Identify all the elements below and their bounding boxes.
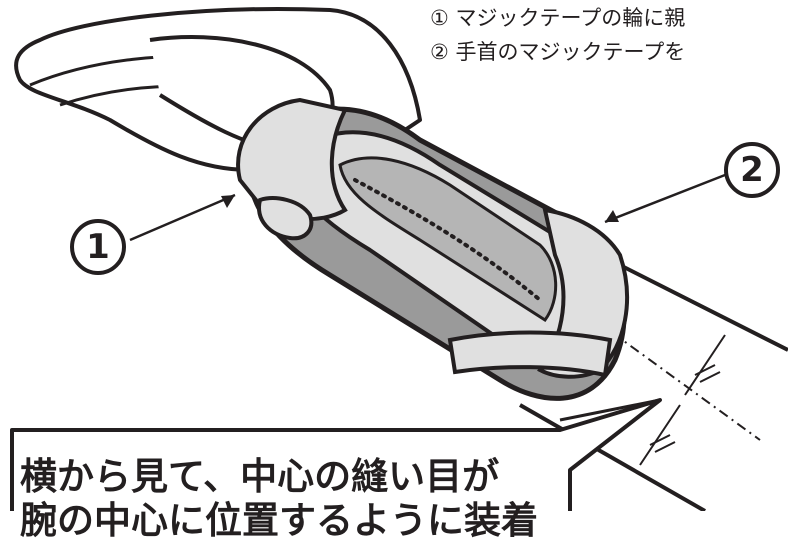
- splint-mid-panel: [338, 156, 558, 323]
- dimension-upper: [684, 334, 726, 396]
- step-one-text: マジックテープの輪に親: [455, 6, 686, 30]
- callout-circle-two: [724, 142, 780, 198]
- equal-tick-lower: [649, 434, 676, 453]
- callout-number-two: 2: [740, 150, 764, 190]
- step-two-number: ②: [430, 40, 449, 64]
- callout-circle-one: [70, 219, 126, 275]
- center-seam: [353, 178, 542, 302]
- step-two: ② 手首のマジックテープを: [430, 38, 788, 72]
- forearm-lower-edge: [519, 403, 706, 511]
- step-two-text: 手首のマジックテープを: [455, 40, 686, 64]
- step-one-number: ①: [430, 6, 449, 30]
- arrow-one-head: [221, 195, 235, 208]
- arrow-two-head: [605, 210, 619, 222]
- thumb-loop-tab: [257, 196, 314, 241]
- fitting-note-line-2: 腕の中心に位置するように装着: [20, 499, 538, 542]
- arrow-two: [604, 173, 726, 224]
- forearm-upper-edge: [599, 253, 788, 352]
- note-bubble: [10, 398, 662, 511]
- dimension-lower: [639, 404, 681, 466]
- callout-number-one: 1: [86, 227, 110, 267]
- center-axis-line: [594, 319, 761, 441]
- wrist-strap-band: [447, 330, 613, 378]
- arrow-one: [129, 193, 236, 242]
- fitting-note-line-1: 横から見て、中心の縫い目が: [20, 455, 500, 498]
- equal-tick-upper: [694, 364, 721, 383]
- step-one: ① マジックテープの輪に親: [430, 4, 788, 38]
- fitting-note: 横から見て、中心の縫い目が 腕の中心に位置するように装着: [20, 455, 560, 543]
- splint-illustration: [10, 7, 788, 511]
- step-list: ① マジックテープの輪に親 ② 手首のマジックテープを: [430, 0, 788, 72]
